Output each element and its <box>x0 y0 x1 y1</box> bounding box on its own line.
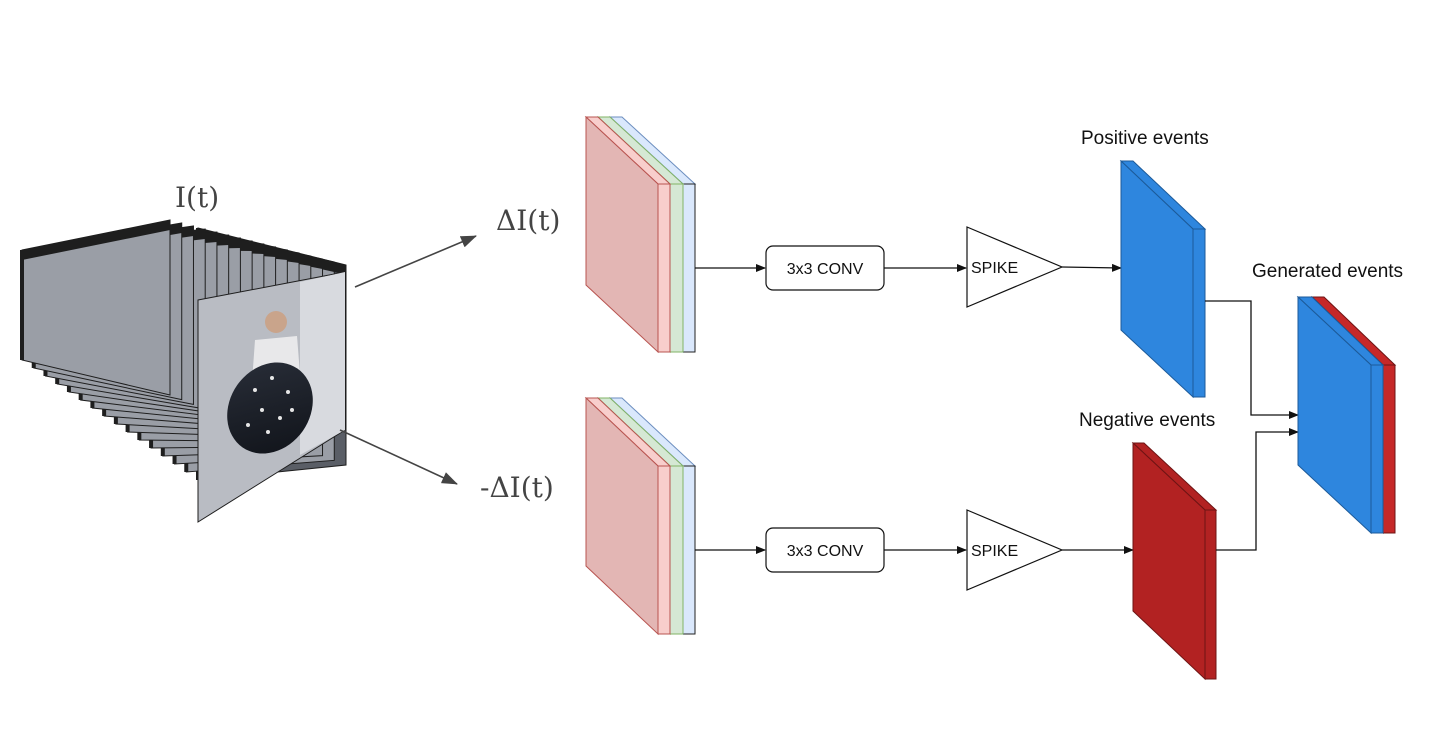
video-frame <box>20 219 171 396</box>
generated-events-label: Generated events <box>1252 261 1403 282</box>
top-spike-block: SPIKE <box>966 226 1064 308</box>
positive-delta-channel-stack <box>584 115 697 354</box>
edge-negative-to-generated <box>1216 428 1299 551</box>
negative-delta-label: -ΔI(t) <box>480 471 554 504</box>
video-frame-stack <box>20 219 347 523</box>
positive-events-label: Positive events <box>1081 128 1209 149</box>
edge-top-spike-to-positive <box>1061 263 1122 272</box>
negative-events-volume <box>1131 441 1218 681</box>
positive-events-volume <box>1119 159 1207 399</box>
generated-positive-layer <box>1296 295 1385 535</box>
channel-red <box>584 115 672 354</box>
arrow-to-positive-delta <box>354 235 477 288</box>
bottom-spike-block: SPIKE <box>966 509 1064 591</box>
generated-events-volume <box>1296 295 1397 535</box>
arrow-to-negative-delta <box>339 429 458 485</box>
negative-delta-channel-stack <box>584 396 697 636</box>
bottom-conv-block: 3x3 CONV <box>765 527 885 573</box>
top-spike-label: SPIKE <box>971 260 1018 277</box>
input-signal-label: I(t) <box>175 181 219 214</box>
top-conv-block: 3x3 CONV <box>765 245 885 291</box>
channel-red <box>584 396 672 636</box>
negative-events-label: Negative events <box>1079 410 1215 431</box>
edge-positive-to-generated <box>1205 300 1299 419</box>
top-conv-label: 3x3 CONV <box>787 261 864 278</box>
bottom-conv-label: 3x3 CONV <box>787 543 864 560</box>
person-with-umbrella-scene <box>197 271 346 523</box>
positive-delta-label: ΔI(t) <box>496 204 560 237</box>
bottom-spike-label: SPIKE <box>971 543 1018 560</box>
